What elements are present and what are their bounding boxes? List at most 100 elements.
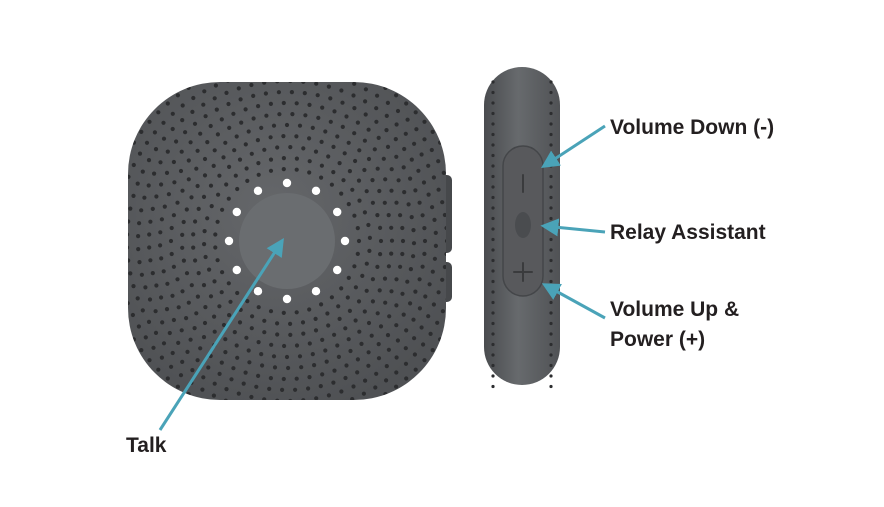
grille-hole xyxy=(202,156,208,162)
grille-hole xyxy=(469,151,473,155)
grille-hole xyxy=(438,337,443,342)
grille-hole xyxy=(383,300,388,305)
grille-hole xyxy=(455,148,459,152)
grille-hole xyxy=(364,288,369,293)
grille-hole xyxy=(136,234,141,239)
side-grille-hole xyxy=(549,363,553,368)
grille-hole xyxy=(236,86,241,91)
side-grille-hole xyxy=(549,384,553,389)
grille-hole xyxy=(262,82,267,85)
grille-hole xyxy=(170,111,175,116)
side-grille-hole xyxy=(491,143,495,147)
side-grille-hole xyxy=(491,332,495,336)
grille-hole xyxy=(128,219,131,224)
grille-hole xyxy=(370,53,374,57)
grille-hole xyxy=(249,326,254,331)
grille-hole xyxy=(142,195,147,200)
grille-hole xyxy=(135,296,140,301)
grille-hole xyxy=(384,378,389,383)
grille-hole xyxy=(202,89,207,94)
side-grille-hole xyxy=(491,227,495,231)
grille-hole xyxy=(430,269,435,274)
arrow-talk xyxy=(158,237,284,431)
side-grille-hole xyxy=(549,185,553,189)
grille-hole xyxy=(131,140,136,145)
grille-hole xyxy=(116,264,120,268)
grille-hole xyxy=(372,398,377,400)
grille-hole xyxy=(394,303,399,308)
grille-hole xyxy=(174,55,178,59)
grille-hole xyxy=(149,376,154,381)
grille-hole xyxy=(142,82,147,83)
grille-hole xyxy=(339,88,344,93)
grille-hole xyxy=(161,77,165,81)
grille-hole xyxy=(209,38,213,42)
side-grille-hole xyxy=(549,132,553,137)
grille-hole xyxy=(412,141,417,146)
grille-hole xyxy=(335,343,340,348)
grille-hole xyxy=(431,175,436,180)
grille-hole xyxy=(93,309,97,313)
grille-hole xyxy=(288,398,293,400)
grille-hole xyxy=(221,155,226,160)
grille-hole xyxy=(293,387,298,392)
grille-hole xyxy=(259,48,263,52)
grille-hole xyxy=(374,371,379,376)
grille-hole xyxy=(427,282,432,287)
grille-hole xyxy=(324,417,328,421)
grille-hole xyxy=(243,370,248,375)
grille-hole xyxy=(385,429,389,433)
grille-hole xyxy=(104,332,108,336)
grille-hole xyxy=(400,238,406,244)
led-light xyxy=(282,178,292,188)
grille-hole xyxy=(409,215,414,220)
grille-hole xyxy=(73,200,77,204)
grille-hole xyxy=(272,57,276,61)
grille-hole xyxy=(235,355,240,360)
grille-hole xyxy=(445,346,446,351)
grille-hole xyxy=(131,162,136,168)
grille-hole xyxy=(355,370,360,375)
grille-hole xyxy=(202,320,208,326)
grille-hole xyxy=(456,234,460,238)
grille-hole xyxy=(406,202,411,207)
grille-hole xyxy=(342,423,346,427)
grille-hole xyxy=(277,112,282,117)
grille-hole xyxy=(161,136,167,141)
grille-hole xyxy=(355,357,360,362)
grille-hole xyxy=(122,187,126,191)
grille-hole xyxy=(355,120,360,125)
grille-hole xyxy=(181,258,186,263)
grille-hole xyxy=(238,97,243,102)
grille-hole xyxy=(243,439,247,443)
grille-hole xyxy=(288,332,293,337)
grille-hole xyxy=(301,82,306,84)
grille-hole xyxy=(203,114,208,119)
side-grille-hole xyxy=(549,290,553,294)
grille-hole xyxy=(366,363,371,368)
grille-hole xyxy=(76,291,80,295)
grille-hole xyxy=(343,326,348,331)
grille-hole xyxy=(337,448,341,452)
grille-hole xyxy=(206,365,211,370)
grille-hole xyxy=(112,324,116,328)
grille-hole xyxy=(385,100,390,105)
side-grille-hole xyxy=(491,206,495,210)
grille-hole xyxy=(396,423,400,427)
label-talk: Talk xyxy=(126,434,167,457)
grille-hole xyxy=(378,324,384,329)
grille-hole xyxy=(351,384,356,389)
side-grille-hole xyxy=(491,164,495,168)
grille-hole xyxy=(103,239,107,243)
grille-hole xyxy=(449,360,453,364)
grille-hole xyxy=(366,222,371,228)
grille-hole xyxy=(316,115,321,120)
side-grille-hole xyxy=(549,300,553,305)
grille-hole xyxy=(328,73,332,77)
grille-hole xyxy=(233,173,238,178)
grille-hole xyxy=(320,372,325,377)
grille-hole xyxy=(469,350,473,354)
grille-hole xyxy=(194,56,198,60)
grille-hole xyxy=(268,135,273,140)
